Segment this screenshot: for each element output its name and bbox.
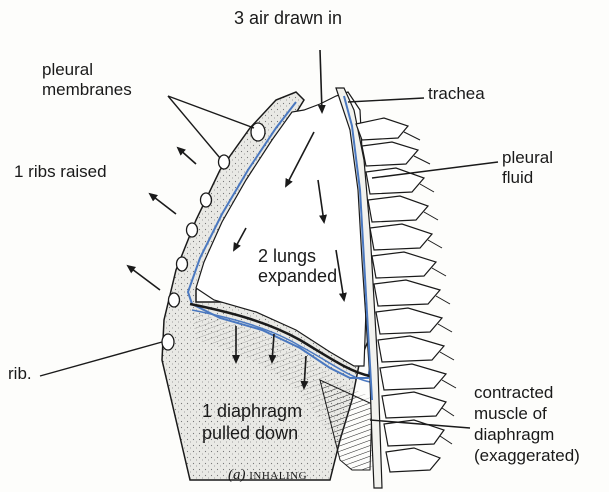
label-rib: rib. (8, 364, 32, 384)
label-air-drawn-in: 3 air drawn in (234, 8, 342, 28)
label-contracted-muscle: contracted muscle of diaphragm (exaggera… (474, 382, 580, 466)
rib-section (187, 223, 198, 237)
label-diaphragm-pulled-down: 1 diaphragm pulled down (202, 400, 302, 444)
label-trachea: trachea (428, 84, 485, 104)
rib-section (162, 334, 174, 350)
label-pleural-fluid: pleural fluid (502, 148, 553, 188)
label-pleural-membranes: pleural membranes (42, 60, 132, 100)
rib-section (201, 193, 212, 207)
caption-letter: (a) (228, 467, 246, 483)
caption-title: inhaling (249, 467, 307, 483)
label-lungs-expanded: 2 lungs expanded (258, 246, 337, 286)
label-ribs-raised: 1 ribs raised (14, 162, 107, 182)
rib-section (169, 293, 180, 307)
rib-section (251, 123, 265, 141)
figure-caption: (a) inhaling (228, 467, 307, 484)
rib-section (177, 257, 188, 271)
